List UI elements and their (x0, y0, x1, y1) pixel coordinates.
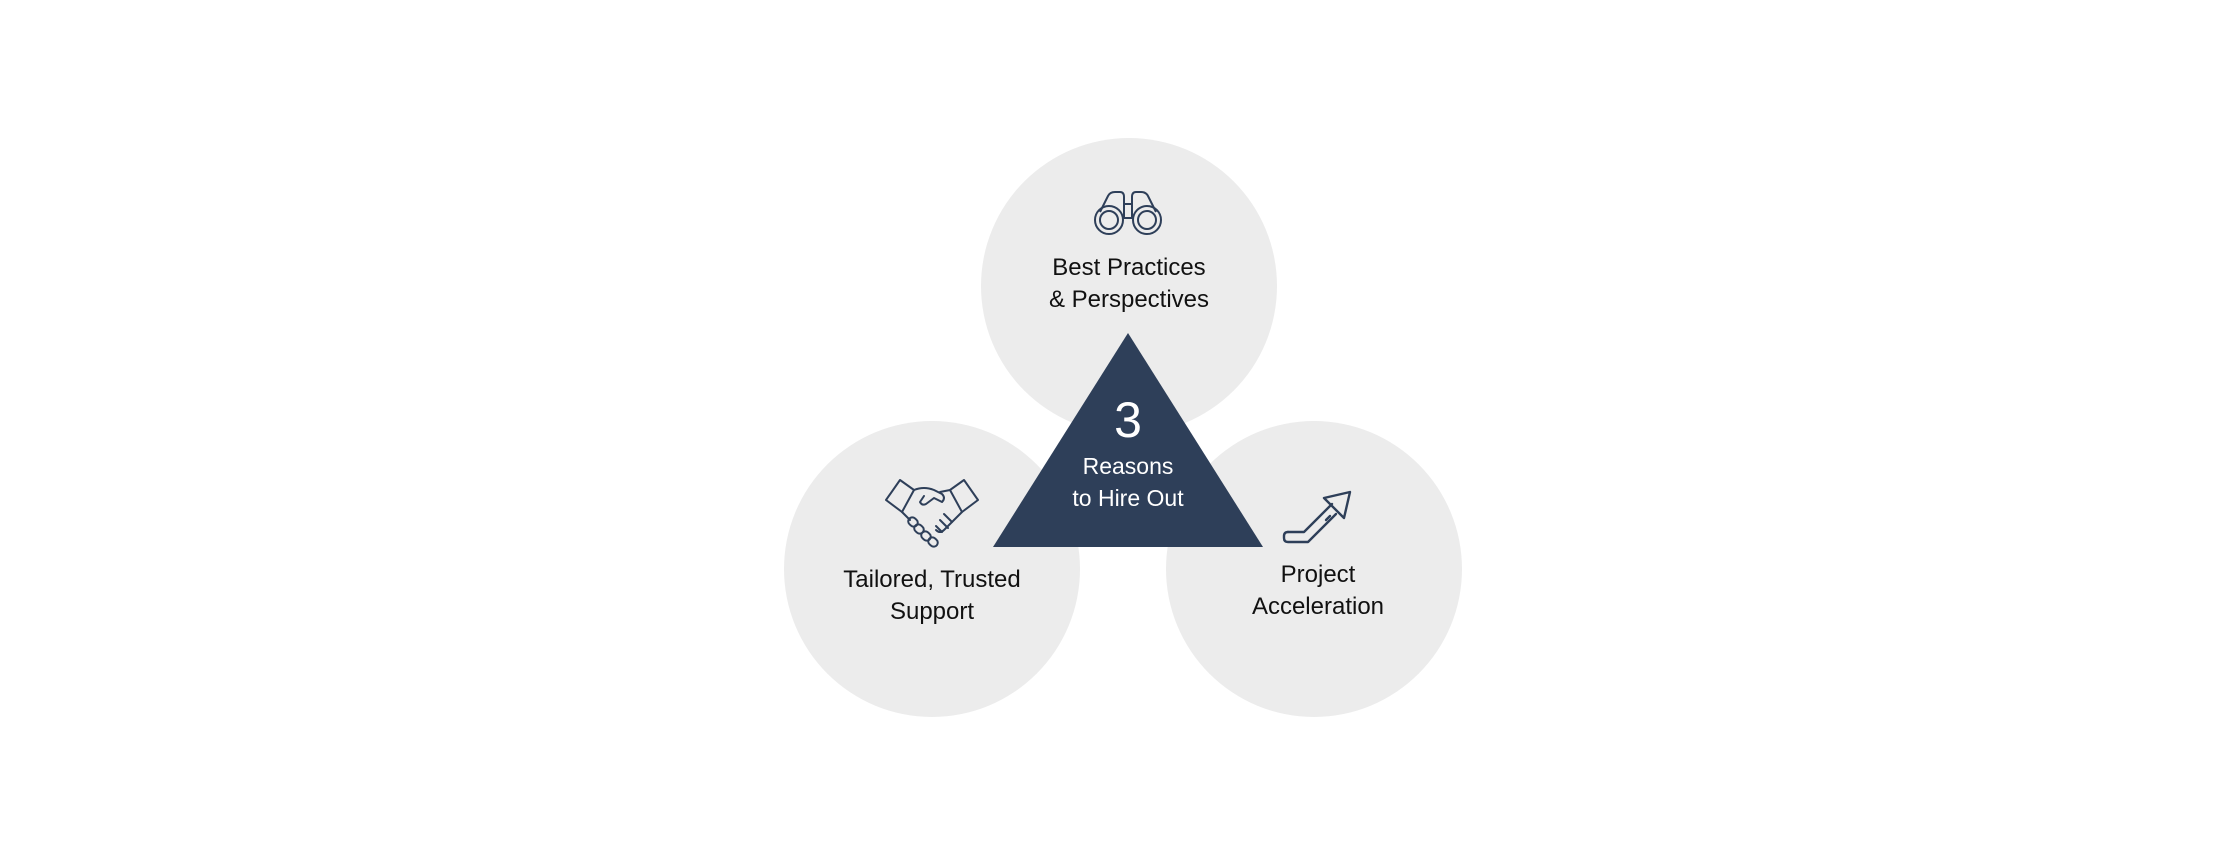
reason-label-project-acceleration: Project Acceleration (1218, 559, 1418, 623)
handshake-icon (884, 478, 980, 554)
reason-label-line2: Acceleration (1251, 593, 1385, 620)
reason-label-best-practices: Best Practices & Perspectives (1029, 252, 1229, 316)
reason-label-line1: Best Practices (1052, 254, 1206, 281)
reason-label-tailored-support: Tailored, Trusted Support (812, 564, 1052, 628)
center-label-line2: to Hire Out (1072, 485, 1184, 511)
reason-circle-project-acceleration (1166, 421, 1462, 717)
reason-label-line1: Project (1280, 561, 1356, 588)
reason-label-line1: Tailored, Trusted (843, 566, 1021, 593)
growth-arrow-icon (1282, 490, 1352, 544)
center-label-line1: Reasons (1082, 453, 1174, 479)
binoculars-icon (1090, 190, 1166, 236)
center-number: 3 (1114, 392, 1142, 448)
reason-label-line2: & Perspectives (1048, 286, 1210, 313)
reason-circle-tailored-support (784, 421, 1080, 717)
reason-label-line2: Support (889, 598, 975, 625)
center-triangle (993, 333, 1263, 547)
